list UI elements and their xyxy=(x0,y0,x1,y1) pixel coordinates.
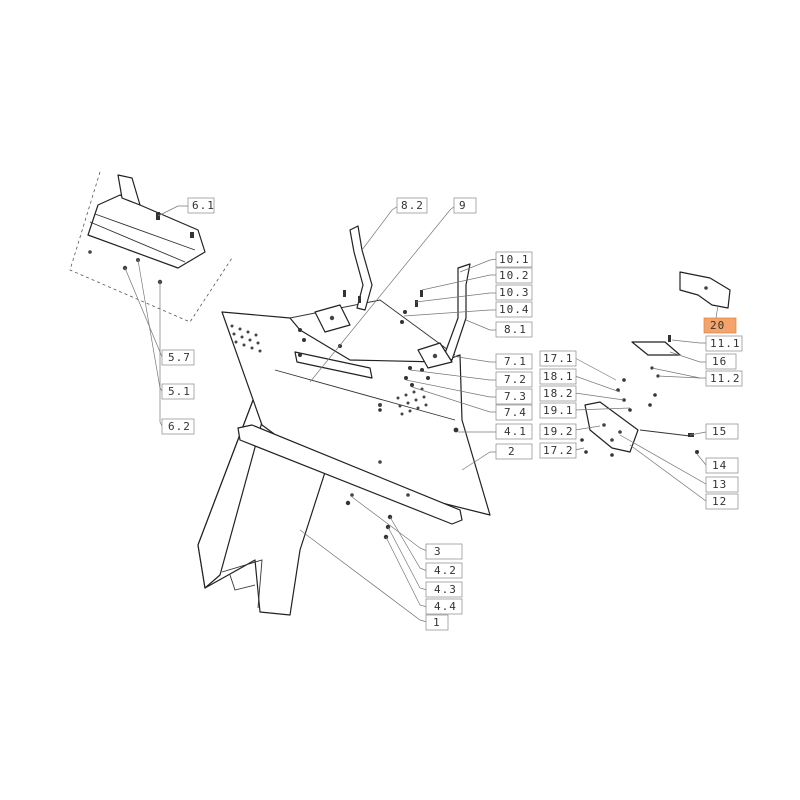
callout-7-1: 7.1 xyxy=(495,353,533,370)
svg-text:17.1: 17.1 xyxy=(543,352,574,365)
callout-4-1: 4.1 xyxy=(495,423,533,440)
svg-text:4.3: 4.3 xyxy=(434,583,457,596)
svg-text:4.1: 4.1 xyxy=(504,425,527,438)
callout-17-2: 17.2 xyxy=(539,442,577,459)
bottom-rail-part-3 xyxy=(237,424,463,525)
svg-text:8.2: 8.2 xyxy=(401,199,424,212)
svg-text:16: 16 xyxy=(712,355,727,368)
svg-text:10.3: 10.3 xyxy=(499,286,530,299)
svg-text:15: 15 xyxy=(712,425,727,438)
callout-11-2: 11.2 xyxy=(705,370,743,387)
callout-3: 3 xyxy=(425,543,463,560)
callout-16: 16 xyxy=(705,353,737,370)
svg-text:7.2: 7.2 xyxy=(504,373,527,386)
svg-text:1: 1 xyxy=(433,616,441,629)
callout-4-4: 4.4 xyxy=(425,598,463,615)
svg-text:5.1: 5.1 xyxy=(168,385,191,398)
callout-1: 1 xyxy=(425,614,449,631)
svg-text:13: 13 xyxy=(712,478,727,491)
svg-text:10.2: 10.2 xyxy=(499,269,530,282)
svg-text:2: 2 xyxy=(508,445,516,458)
bar-part-9 xyxy=(294,351,373,379)
callout-12: 12 xyxy=(705,493,739,510)
callout-10-2: 10.2 xyxy=(495,267,533,284)
bolt-6-2a xyxy=(190,232,194,238)
svg-text:5.7: 5.7 xyxy=(168,351,191,364)
callout-20-highlighted: 20 xyxy=(703,317,737,334)
callout-18-2: 18.2 xyxy=(539,385,577,402)
callout-4-2: 4.2 xyxy=(425,562,463,579)
callout-13: 13 xyxy=(705,476,739,493)
cover-part-20 xyxy=(679,271,731,309)
callout-15: 15 xyxy=(705,423,739,440)
callout-2: 2 xyxy=(495,443,533,460)
callout-8-2: 8.2 xyxy=(396,197,428,214)
callout-19-2: 19.2 xyxy=(539,423,577,440)
svg-text:4.2: 4.2 xyxy=(434,564,457,577)
svg-text:14: 14 xyxy=(712,459,727,472)
svg-text:3: 3 xyxy=(434,545,442,558)
handle-part-8-1 xyxy=(415,263,471,369)
svg-text:10.1: 10.1 xyxy=(499,253,530,266)
clip-part-14 xyxy=(695,450,699,454)
callout-7-3: 7.3 xyxy=(495,388,533,405)
svg-text:19.1: 19.1 xyxy=(543,404,574,417)
callout-19-1: 19.1 xyxy=(539,402,577,419)
svg-text:18.1: 18.1 xyxy=(543,370,574,383)
vent-grille-left xyxy=(230,324,262,353)
pin-part-15 xyxy=(639,429,694,437)
callout-10-1: 10.1 xyxy=(495,251,533,268)
svg-text:9: 9 xyxy=(459,199,467,212)
callout-11-1: 11.1 xyxy=(705,335,743,352)
callout-8-1: 8.1 xyxy=(495,321,533,338)
callout-6-1: 6.1 xyxy=(187,197,215,214)
callout-6-2: 6.2 xyxy=(161,418,195,435)
handle-part-8-2 xyxy=(314,225,373,333)
leader-lines xyxy=(124,205,719,623)
detail-inset xyxy=(69,171,233,323)
svg-text:10.4: 10.4 xyxy=(499,303,530,316)
svg-text:19.2: 19.2 xyxy=(543,425,574,438)
bracket-part-12 xyxy=(580,378,657,457)
svg-text:6.2: 6.2 xyxy=(168,420,191,433)
callout-labels: 6.1 5.7 5.1 6.2 8.2 9 10.1 10.2 xyxy=(161,197,743,631)
svg-text:12: 12 xyxy=(712,495,727,508)
callout-7-4: 7.4 xyxy=(495,404,533,421)
plate-part-16 xyxy=(631,335,681,378)
callout-10-3: 10.3 xyxy=(495,284,533,301)
svg-text:17.2: 17.2 xyxy=(543,444,574,457)
svg-text:7.4: 7.4 xyxy=(504,406,527,419)
callout-10-4: 10.4 xyxy=(495,301,533,318)
callout-18-1: 18.1 xyxy=(539,368,577,385)
vent-grille-right xyxy=(396,387,428,416)
svg-text:8.1: 8.1 xyxy=(504,323,527,336)
svg-text:6.1: 6.1 xyxy=(192,199,215,212)
svg-text:7.3: 7.3 xyxy=(504,390,527,403)
callout-4-3: 4.3 xyxy=(425,581,463,598)
svg-text:7.1: 7.1 xyxy=(504,355,527,368)
callout-7-2: 7.2 xyxy=(495,371,533,388)
callout-17-1: 17.1 xyxy=(539,350,577,367)
svg-text:20: 20 xyxy=(710,319,725,332)
svg-text:11.1: 11.1 xyxy=(710,337,741,350)
callout-9: 9 xyxy=(453,197,477,214)
callout-5-7: 5.7 xyxy=(161,349,195,366)
callout-5-1: 5.1 xyxy=(161,383,195,400)
callout-14: 14 xyxy=(705,457,739,474)
svg-text:4.4: 4.4 xyxy=(434,600,457,613)
svg-text:18.2: 18.2 xyxy=(543,387,574,400)
svg-text:11.2: 11.2 xyxy=(710,372,741,385)
